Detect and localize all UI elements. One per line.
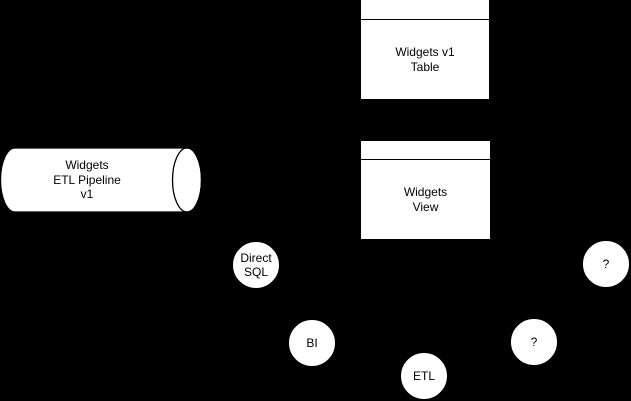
pipeline-cylinder-node[interactable]: Widgets ETL Pipeline v1 <box>0 147 203 213</box>
bi-circle-label: BI <box>306 335 318 350</box>
question-circle-node-2[interactable]: ? <box>582 240 630 288</box>
widgets-v1-table-node[interactable]: Widgets v1 Table <box>360 0 490 100</box>
bi-circle-node[interactable]: BI <box>288 319 336 367</box>
widgets-view-node[interactable]: Widgets View <box>360 140 491 240</box>
etl-circle-label: ETL <box>412 368 435 383</box>
cylinder-shape <box>0 147 203 213</box>
widgets-v1-table-label: Widgets v1 Table <box>395 45 455 74</box>
view-node-title-band <box>361 141 490 160</box>
direct-sql-circle-label: Direct SQL <box>240 250 272 279</box>
direct-sql-circle-node[interactable]: Direct SQL <box>232 241 280 289</box>
etl-circle-node[interactable]: ETL <box>400 352 448 400</box>
pipeline-cylinder-label: Widgets ETL Pipeline v1 <box>53 158 121 202</box>
question-circle-label-1: ? <box>530 334 538 349</box>
widgets-view-label: Widgets View <box>403 185 448 214</box>
question-circle-node-1[interactable]: ? <box>510 318 558 366</box>
table-node-title-band <box>361 0 489 20</box>
question-circle-label-2: ? <box>602 256 610 271</box>
